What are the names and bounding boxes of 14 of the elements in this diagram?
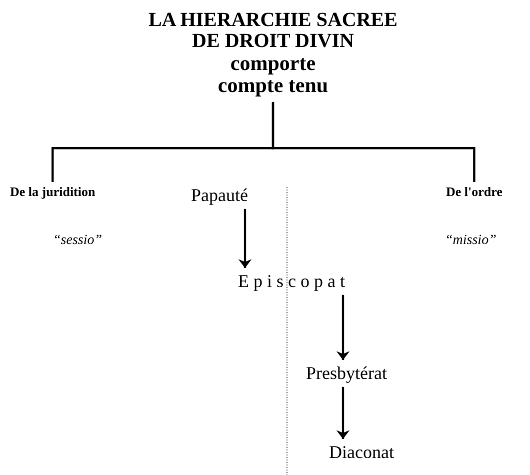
node-label: Episcopat xyxy=(238,272,350,291)
latin-term: “missio” xyxy=(445,233,496,249)
arrow xyxy=(240,208,250,268)
latin-term: “sessio” xyxy=(53,233,102,249)
node-label: De l'ordre xyxy=(446,185,502,199)
node-label: Diaconat xyxy=(329,443,394,462)
arrow xyxy=(338,386,348,439)
subheading-text: comporte compte tenu xyxy=(216,52,330,96)
node-label: De la juridition xyxy=(10,185,96,199)
node-label: Papauté xyxy=(191,186,248,205)
node-label: Presbytérat xyxy=(306,364,387,383)
arrow xyxy=(338,294,348,360)
heading-text: LA HIERARCHIE SACREE DE DROIT DIVIN xyxy=(148,10,398,52)
connector-line xyxy=(272,102,476,182)
